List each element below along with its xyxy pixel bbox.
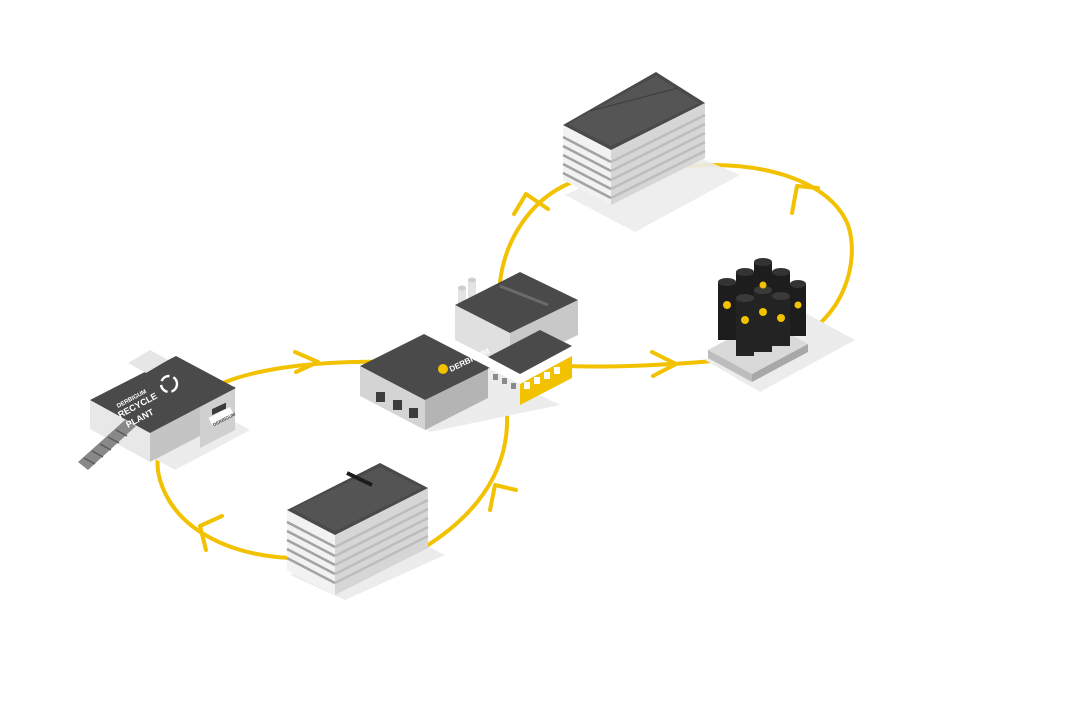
flow-loop	[155, 163, 854, 560]
flow-arrows	[198, 184, 820, 552]
recycle-icon	[159, 374, 179, 394]
flow-path-factory-to-bottom-building	[418, 400, 510, 552]
recycle-plant: DERBIGUM RECYCLE PLANT DERBIGUM	[78, 350, 250, 470]
product-pallet	[705, 258, 855, 392]
arrowhead-icon	[488, 483, 518, 512]
arrowhead-icon	[790, 184, 820, 215]
arrowhead-icon	[650, 350, 678, 378]
arrowhead-icon	[198, 514, 224, 552]
factory: DERBIGUM	[360, 272, 578, 432]
office-building-top	[562, 72, 740, 232]
flow-path-top-building-to-factory	[498, 181, 572, 284]
membrane-roll-icon	[718, 258, 806, 356]
office-building-bottom	[286, 463, 445, 600]
flow-path-pallet-to-top-building	[686, 163, 854, 344]
arrowhead-icon	[293, 350, 320, 374]
arrowhead-icon	[512, 192, 550, 216]
flow-path-factory-to-pallet	[563, 358, 727, 369]
